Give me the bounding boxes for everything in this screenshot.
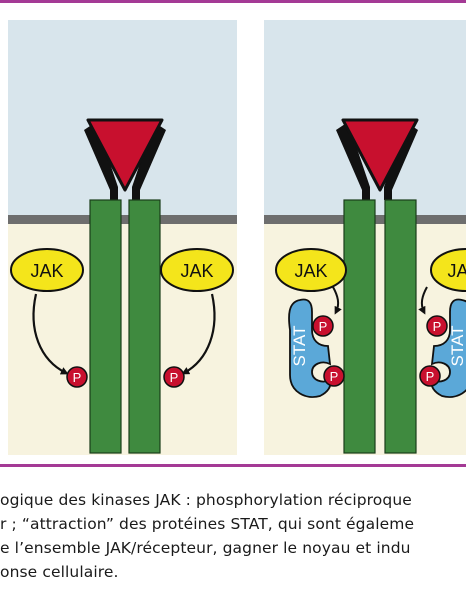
jak-label: JAK (30, 261, 63, 281)
phosphate-circle-icon: P (163, 366, 185, 388)
phosphate-circle-icon: P (426, 315, 448, 337)
phosphate-circle-icon: P (323, 365, 345, 387)
phosphate-circle-icon: P (66, 366, 88, 388)
caption-line: r ; “attraction” des protéines STAT, qui… (0, 515, 415, 533)
caption-line: onse cellulaire. (0, 563, 119, 581)
stat-right: STAT (430, 298, 466, 398)
ligand-triangle-icon (86, 118, 164, 192)
jak-label: JAK (180, 261, 213, 281)
stat-label: STAT (290, 326, 309, 367)
figure-caption: ogique des kinases JAK : phosphorylation… (0, 488, 466, 600)
jak-right: JAK (430, 248, 466, 292)
cell-membrane (8, 215, 237, 224)
phosphate-label: P (433, 319, 442, 334)
receptor-chain-right (128, 199, 161, 454)
receptor-chain-left (343, 199, 376, 454)
jak-left: JAK (10, 248, 84, 292)
curved-arrow-icon (332, 286, 342, 315)
caption-line: e l’ensemble JAK/récepteur, gagner le no… (0, 539, 411, 557)
jak-label: JAK (294, 261, 327, 281)
phosphate-label: P (170, 370, 179, 385)
receptor-chain-right (384, 199, 417, 454)
phosphate-label: P (330, 369, 339, 384)
jak-stat-figure: JAK JAK P P (8, 20, 466, 455)
phosphate-circle-icon: P (312, 315, 334, 337)
curved-arrow-icon (32, 293, 69, 375)
panel-left: JAK JAK P P (8, 20, 237, 455)
receptor-chain-left (89, 199, 122, 454)
bottom-divider (0, 464, 466, 467)
jak-label: JAK (447, 261, 466, 281)
phosphate-label: P (319, 319, 328, 334)
phosphate-circle-icon: P (419, 365, 441, 387)
panel-right: JAK JAK STAT STAT P P P (264, 20, 466, 455)
phosphate-label: P (426, 369, 435, 384)
caption-line: ogique des kinases JAK : phosphorylation… (0, 491, 412, 509)
top-divider (0, 0, 466, 3)
curved-arrow-icon (181, 293, 216, 375)
phosphate-label: P (73, 370, 82, 385)
receptor-arms (336, 122, 418, 200)
jak-left: JAK (275, 248, 347, 292)
receptor-arms (84, 122, 166, 200)
stat-left: STAT (288, 298, 332, 398)
jak-right: JAK (160, 248, 234, 292)
stat-label: STAT (448, 326, 466, 367)
curved-arrow-icon (418, 286, 428, 315)
ligand-triangle-icon (341, 118, 419, 192)
